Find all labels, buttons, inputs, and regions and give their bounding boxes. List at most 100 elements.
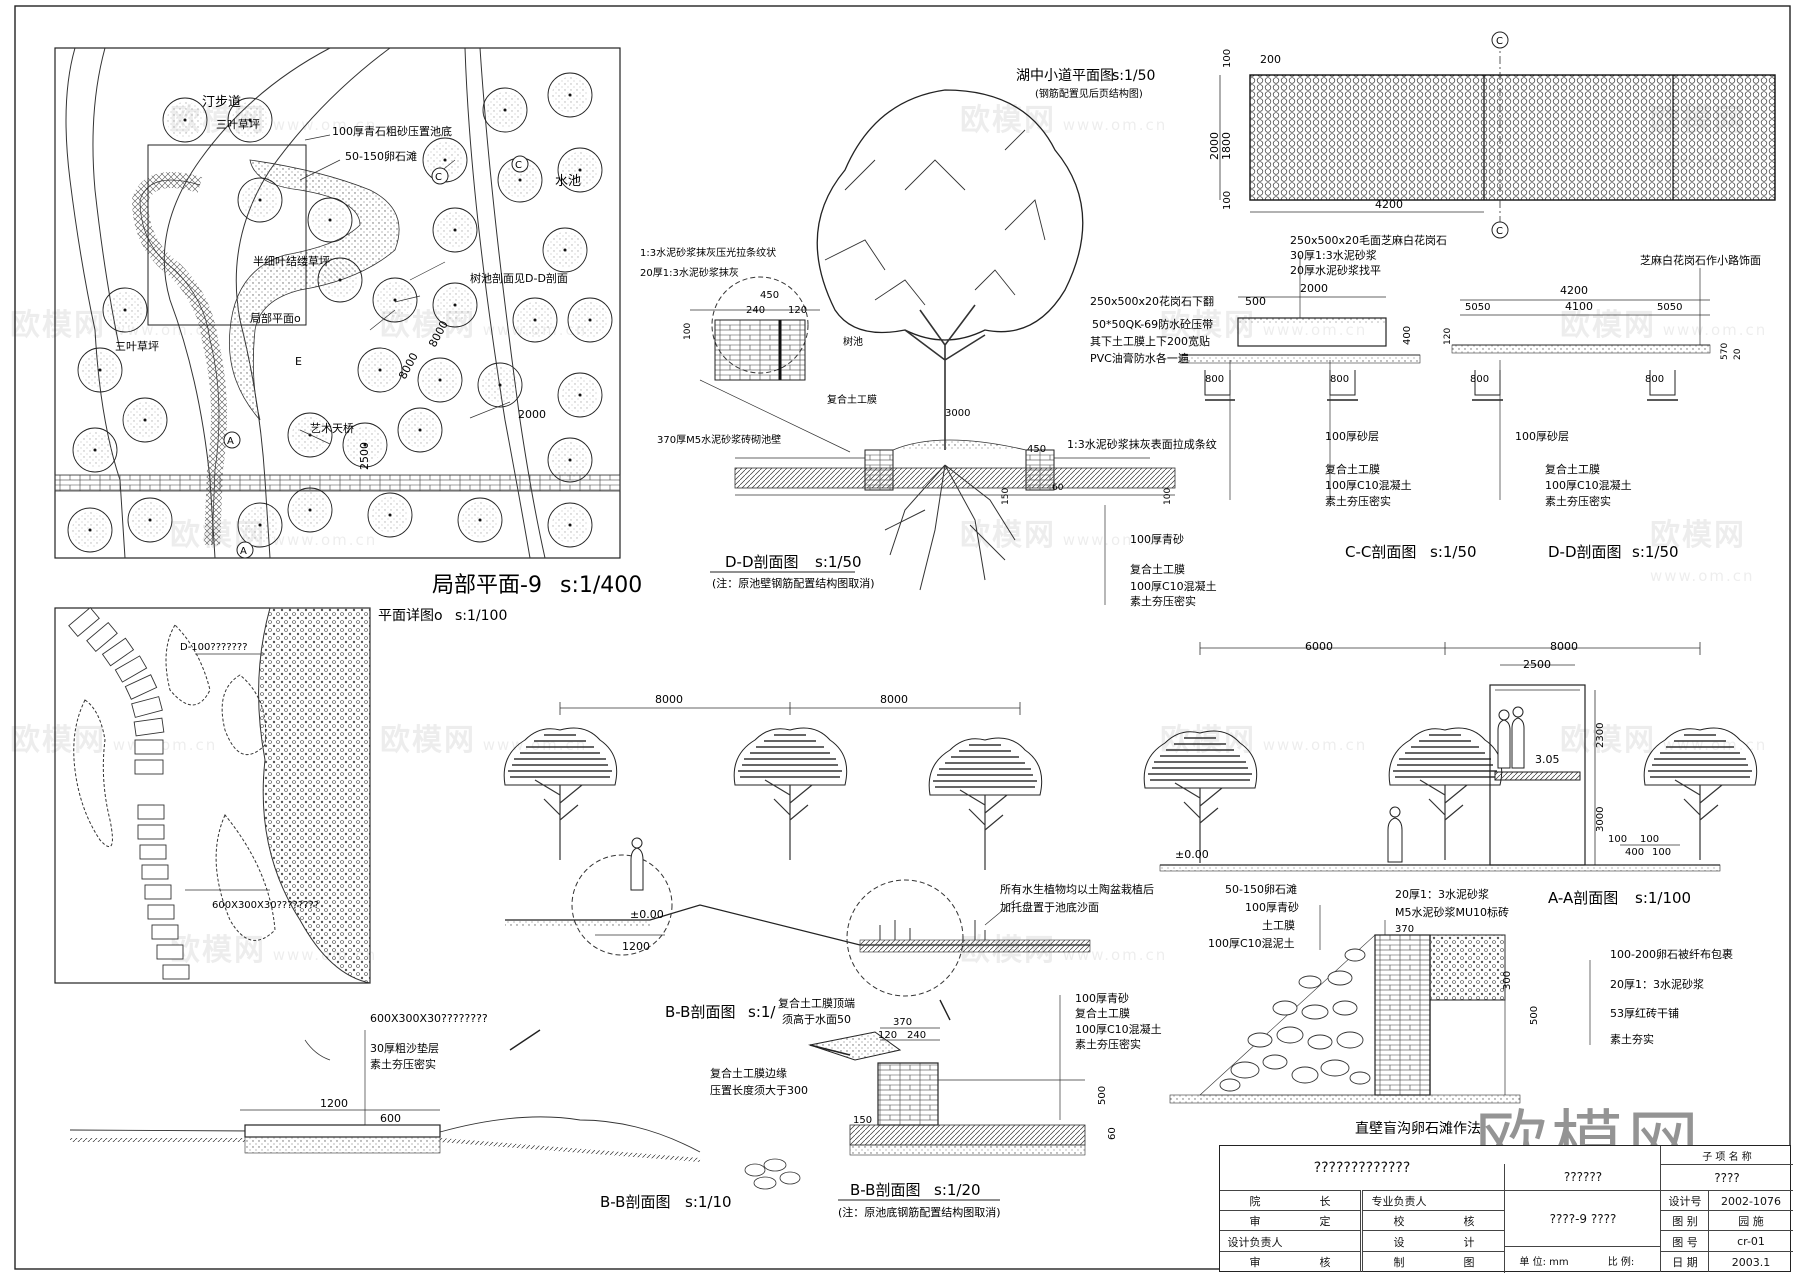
dd2-label-dim-5050a: 5050 [1465, 302, 1490, 313]
tb-s4c2: 图 [1434, 1251, 1504, 1272]
aa-dim-2500: 2500 [1523, 658, 1551, 671]
dd2-label-dim-4100: 4100 [1565, 300, 1593, 313]
lake-note: (钢筋配置见后页结构图) [1035, 87, 1143, 100]
label-clover-lawn-1: 三叶草坪 [216, 118, 260, 131]
dd2-label-dim-800b: 800 [1645, 374, 1664, 385]
tb-s3c1: 设 [1362, 1230, 1435, 1252]
sheet-border [14, 5, 1791, 1270]
lake-dim-4200: 4200 [1375, 198, 1403, 211]
label-pebble-beach: 50-150卵石滩 [345, 149, 417, 163]
tree-pool-section: 1:3水泥砂浆抹灰压光拉条纹状 20厚1:3水泥砂浆抹灰 450 240 120… [640, 89, 1217, 608]
tb-sub-name: ???? [1660, 1164, 1793, 1191]
detail-scale: s:1/100 [455, 608, 507, 624]
dd-label-tree-pool: 树池 [843, 335, 863, 348]
tb-design-no: 2002-1076 [1708, 1190, 1793, 1211]
tb-date: 2003.1 [1708, 1251, 1793, 1272]
dd-label-dim-120: 120 [788, 305, 807, 316]
cc-section: 250x500x20毛面芝麻白花岗石 30厚1:3水泥砂浆 20厚水泥砂浆找平 … [1090, 233, 1477, 561]
bbe-dim-500: 500 [1097, 1086, 1108, 1105]
tb-drawing-name: ????-9 ???? [1504, 1190, 1661, 1247]
label-bridge: 艺术天桥 [310, 422, 354, 435]
watermark-brand: 欧模网 [1560, 308, 1656, 343]
dd2-label-soil: 素土夯压密实 [1545, 494, 1611, 508]
bbp-stone: 600X300X30???????? [370, 1012, 488, 1025]
cc-label-granite-edge: 250x500x20花岗石下翻 [1090, 294, 1214, 308]
bbe-concrete: 100厚C10混凝土 [1075, 1022, 1162, 1036]
pd-dim-370: 370 [1395, 924, 1414, 935]
aa-title: A-A剖面图 [1548, 889, 1618, 907]
bbe-scale: s:1/20 [934, 1181, 981, 1199]
aa-dim-6000: 6000 [1305, 640, 1333, 653]
cc-label-soil: 素土夯压密实 [1325, 494, 1391, 508]
watermark-url: www.om.cn [266, 116, 378, 134]
bbp-scale: s:1/10 [685, 1193, 732, 1211]
watermark-url: www.om.cn [1056, 116, 1168, 134]
dd2-label-dim-4200: 4200 [1560, 284, 1588, 297]
watermark-brand: 欧模网 [1160, 723, 1256, 758]
tb-r3c2 [1290, 1230, 1360, 1252]
bbp-dim-600: 600 [380, 1112, 401, 1125]
marker-a2: A [240, 546, 247, 557]
dd-scale: s:1/50 [815, 553, 862, 571]
tb-r2c1: 审 [1220, 1210, 1290, 1231]
detail-label-d: D-100??????? [180, 642, 248, 653]
tb-s1c2 [1434, 1190, 1504, 1211]
label-dim-2500: 2500 [358, 442, 371, 470]
dd-label-plaster3: 1:3水泥砂浆抹灰表面拉成条纹 [1067, 437, 1217, 451]
tb-s4c1: 制 [1362, 1251, 1435, 1272]
tb-r1c2: 长 [1290, 1190, 1360, 1211]
watermark-brand: 欧模网 [380, 723, 476, 758]
cc-label-dim-800b: 800 [1330, 374, 1349, 385]
pd-pebble: 50-150卵石滩 [1225, 882, 1297, 896]
dd-title: D-D剖面图 [725, 553, 799, 571]
label-local-plan: 局部平面o [250, 311, 301, 325]
aa-dim-400: 400 [1625, 847, 1644, 858]
bbe-sand: 100厚青砂 [1075, 992, 1129, 1005]
dd-label-plaster2: 20厚1:3水泥砂浆抹灰 [640, 266, 739, 279]
marker-c2: C [515, 160, 522, 171]
tb-r4c2: 核 [1290, 1251, 1360, 1272]
tb-project: ????????????? [1313, 1160, 1411, 1176]
label-clover-lawn-2: 三叶草坪 [115, 340, 159, 353]
cc-label-pvc: PVC油膏防水各一遍 [1090, 351, 1189, 365]
cc-label-dim-800a: 800 [1205, 374, 1224, 385]
dd-label-dim-240: 240 [746, 305, 765, 316]
bb-dim-1200: 1200 [622, 940, 650, 953]
label-tree-pool: 树池剖面见D-D剖面 [470, 271, 568, 285]
watermark-url: www.om.cn [1056, 531, 1168, 549]
lake-marker-c: C [1496, 36, 1503, 47]
dd-label-dim-100: 100 [683, 323, 693, 340]
bbe-title: B-B剖面图 [850, 1181, 920, 1199]
aa-dim-100b: 100 [1640, 834, 1659, 845]
bbe-membrane: 复合土工膜 [1075, 1006, 1130, 1020]
cc-label-mortar2: 20厚水泥砂浆找平 [1290, 263, 1381, 277]
lake-scale: s:1/50 [1112, 68, 1155, 84]
bbe-dim-60: 60 [1107, 1127, 1118, 1140]
tb-drawing-no: cr-01 [1708, 1230, 1793, 1252]
detail-label-stone: 600X300X30???????? [212, 900, 319, 911]
bbe-note: (注：原池底钢筋配置结构图取消) [838, 1205, 1001, 1219]
label-lawn: 半细叶结缕草坪 [253, 254, 330, 268]
dd2-label-concrete: 100厚C10混凝土 [1545, 478, 1632, 492]
dd-label-dim-3000: 3000 [945, 408, 970, 419]
aa-scale: s:1/100 [1635, 889, 1691, 907]
tb-sub-project: ?????? [1504, 1164, 1661, 1190]
bb-note3: 复合土工膜顶端 [778, 996, 855, 1010]
watermark-brand: 欧模网 [10, 308, 106, 343]
bbe-edge1: 复合土工膜边缘 [710, 1066, 787, 1080]
lake-dim-100a: 100 [1222, 49, 1233, 68]
pebble-ditch: 50-150卵石滩 100厚青砂 土工膜 100厚C10混泥土 20厚1：3水泥… [1169, 882, 1733, 1137]
bbp-title: B-B剖面图 [600, 1193, 670, 1211]
lake-marker-c2: C [1496, 226, 1503, 237]
bb-section-edge: 复合土工膜边缘 压置长度须大于300 370 120 240 150 500 6… [710, 992, 1162, 1219]
dd-label-dim-60: 60 [1052, 483, 1064, 493]
dd-label-dim-450: 450 [760, 290, 779, 301]
dd-label-membrane2: 复合土工膜 [1130, 562, 1185, 576]
plan-title: 局部平面-9 [432, 573, 542, 598]
pd-sand: 100厚青砂 [1245, 901, 1299, 914]
tb-s2c1: 校 [1362, 1210, 1435, 1231]
watermark-url: www.om.cn [1656, 321, 1768, 339]
pd-membrane: 土工膜 [1262, 919, 1295, 932]
bb-note4: 须高于水面50 [782, 1012, 851, 1026]
aa-level2: ±0.00 [1175, 848, 1209, 861]
